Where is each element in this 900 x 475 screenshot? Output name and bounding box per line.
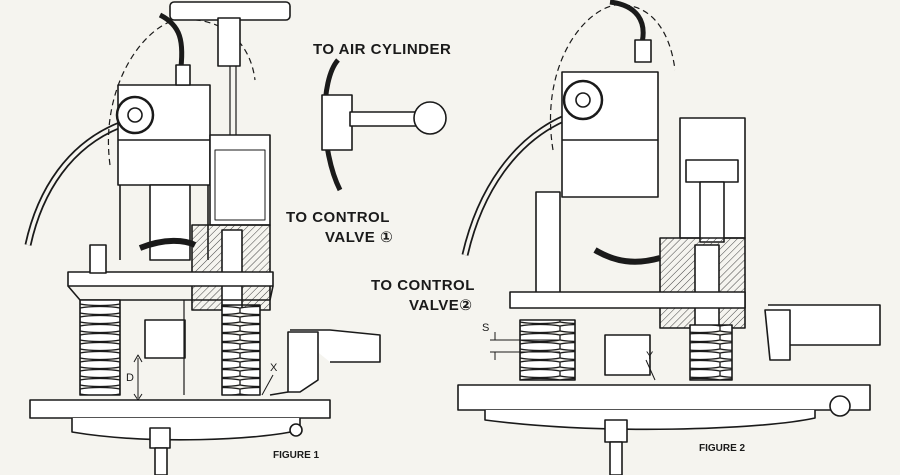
air-cylinder-valve [321,58,447,192]
label-to-air-cylinder: TO AIR CYLINDER [313,41,452,58]
label-to-control-valve-2-line1: TO CONTROL [371,277,475,294]
figure-1-drawing [24,1,381,475]
label-to-control-valve-1-line2: VALVE ① [325,229,394,246]
figure-2-caption: FIGURE 2 [699,443,746,454]
dimension-x: X [270,362,278,374]
figure-1-caption: FIGURE 1 [273,450,320,461]
dimension-y: Y [646,350,654,362]
figure-2-drawing [457,0,881,475]
label-to-control-valve-1-line1: TO CONTROL [286,209,390,226]
dimension-s: S [482,322,490,334]
label-to-control-valve-2-line2: VALVE② [409,297,473,314]
dimension-d: D [126,372,134,384]
